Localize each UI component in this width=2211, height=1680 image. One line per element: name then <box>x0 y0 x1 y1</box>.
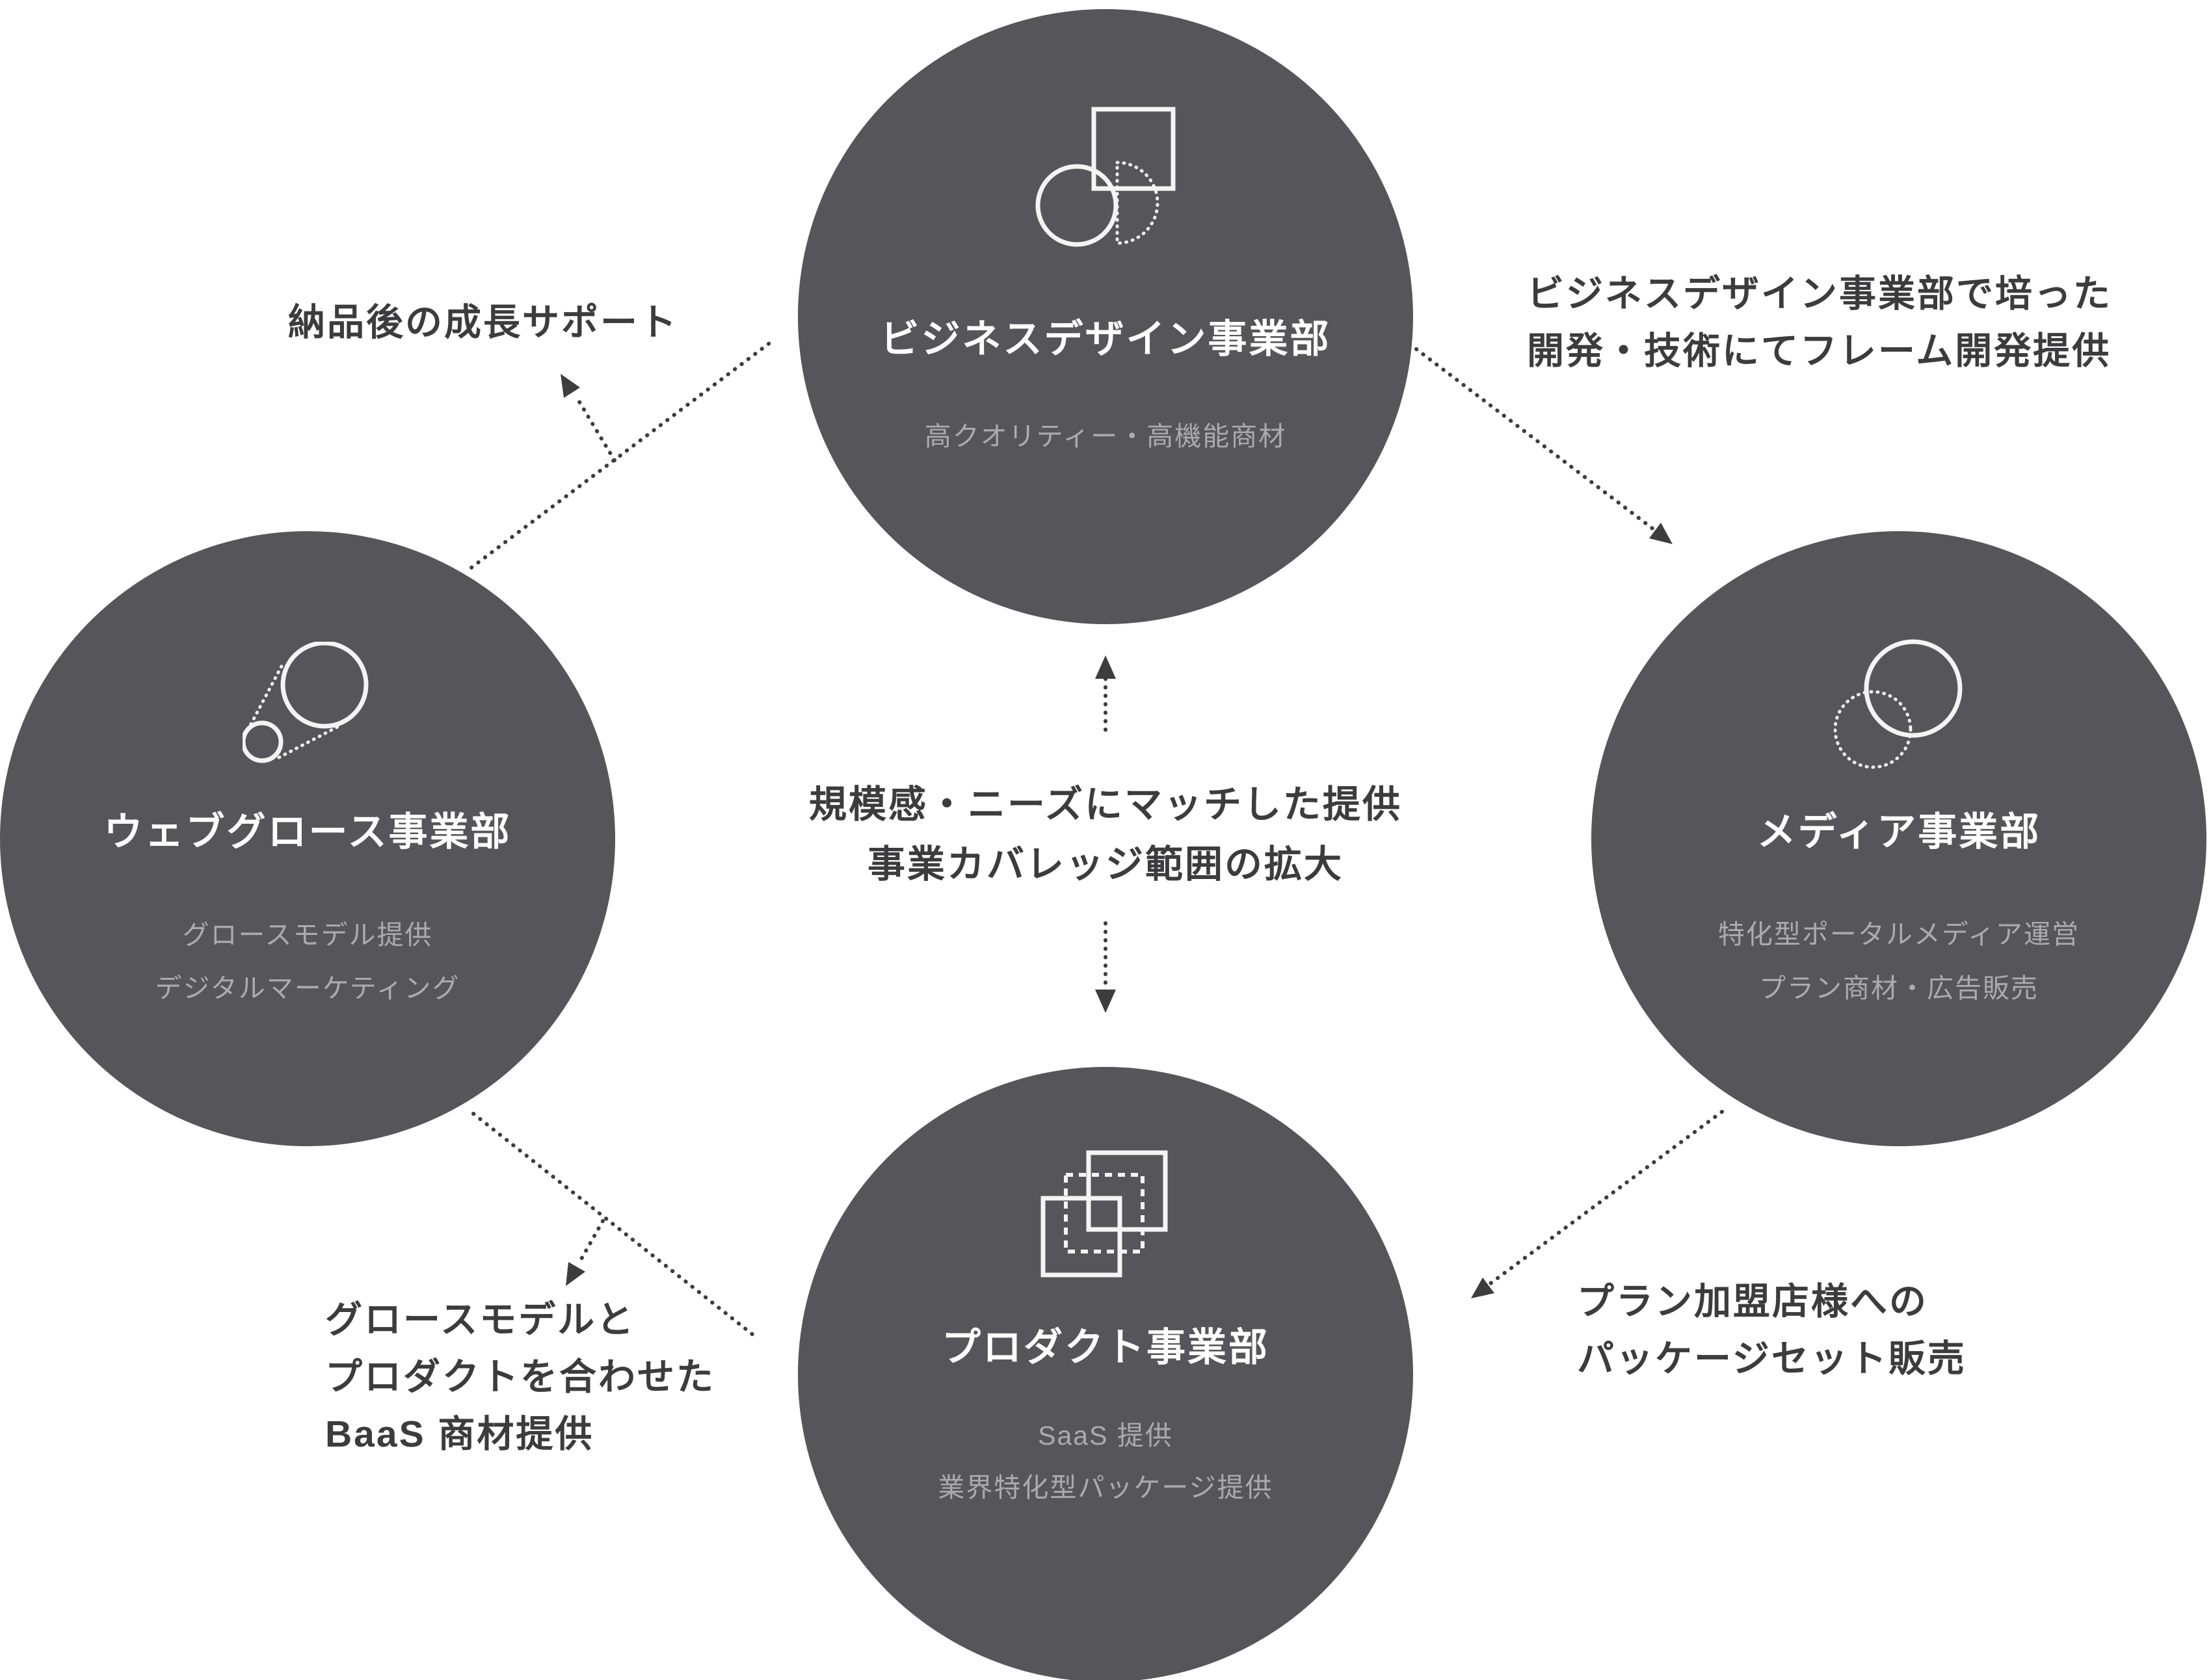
growth-tangent-circles-icon <box>243 642 373 772</box>
square-circle-semicircle-icon <box>1035 107 1176 247</box>
annotation-line: 規模感・ニーズにマッチした提供 <box>808 783 1403 826</box>
annotation-line: ビジネスデザイン事業部で培った <box>1527 273 2112 315</box>
connector-branch-baas <box>579 1219 605 1262</box>
annotation-baas-offering: グロースモデルと プロダクトを合わせた BaaS 商材提供 <box>325 1291 715 1463</box>
node-product: プロダクト事業部 SaaS 提供 業界特化型パッケージ提供 <box>798 1067 1413 1680</box>
annotation-line: グロースモデルと <box>325 1299 636 1341</box>
arrowhead-center-down-icon <box>1095 990 1116 1013</box>
node-subtitle: 高クオリティー・高機能商材 <box>924 421 1287 451</box>
arrowhead-product-icon <box>1471 1278 1494 1298</box>
annotation-after-delivery-support: 納品後の成長サポート <box>288 294 678 351</box>
arrowhead-support-icon <box>561 374 580 398</box>
overlapping-squares-icon <box>1040 1150 1171 1278</box>
annotation-line: 開発・技術にてフレーム開発提供 <box>1527 330 2112 372</box>
annotation-line: 事業カバレッジ範囲の拡大 <box>867 843 1344 886</box>
connector-webgrowth-to-businessdesign <box>470 341 771 570</box>
node-subtitle: 特化型ポータルメディア運営 <box>1717 919 2080 949</box>
node-business-design: ビジネスデザイン事業部 高クオリティー・高機能商材 <box>798 9 1413 624</box>
connector-media-to-product <box>1489 1110 1724 1285</box>
annotation-line: 納品後の成長サポート <box>288 302 678 343</box>
annotation-package-sales: プラン加盟店様への パッケージセット販売 <box>1577 1273 1966 1387</box>
annotation-frame-development: ビジネスデザイン事業部で培った 開発・技術にてフレーム開発提供 <box>1527 265 2112 380</box>
node-subtitle: SaaS 提供 <box>1038 1421 1173 1450</box>
node-subtitle: グロースモデル提供 <box>182 920 433 950</box>
arrowhead-baas-icon <box>566 1262 585 1286</box>
connector-branch-support <box>574 395 616 462</box>
connector-webgrowth-to-product <box>471 1112 758 1339</box>
node-title: プロダクト事業部 <box>942 1326 1269 1369</box>
node-subtitle: デジタルマーケティング <box>155 973 460 1003</box>
node-title: ウェブグロース事業部 <box>103 810 512 854</box>
overlapping-circles-icon <box>1834 639 1964 769</box>
connector-businessdesign-to-media <box>1414 347 1659 534</box>
node-subtitle: プラン商材・広告販売 <box>1759 973 2039 1003</box>
annotation-line: BaaS 商材提供 <box>325 1413 594 1455</box>
annotation-line: プロダクトを合わせた <box>325 1356 715 1398</box>
annotation-line: プラン加盟店様への <box>1577 1281 1928 1322</box>
node-web-growth: ウェブグロース事業部 グロースモデル提供 デジタルマーケティング <box>0 531 615 1146</box>
annotation-coverage-expansion: 規模感・ニーズにマッチした提供 事業カバレッジ範囲の拡大 <box>809 775 1402 895</box>
node-subtitle: 業界特化型パッケージ提供 <box>938 1473 1273 1503</box>
node-title: ビジネスデザイン事業部 <box>880 317 1331 361</box>
arrowhead-media-icon <box>1649 523 1673 544</box>
node-title: メディア事業部 <box>1756 810 2041 854</box>
node-media: メディア事業部 特化型ポータルメディア運営 プラン商材・広告販売 <box>1591 531 2206 1146</box>
arrowhead-center-up-icon <box>1095 655 1116 679</box>
annotation-line: パッケージセット販売 <box>1577 1338 1966 1380</box>
